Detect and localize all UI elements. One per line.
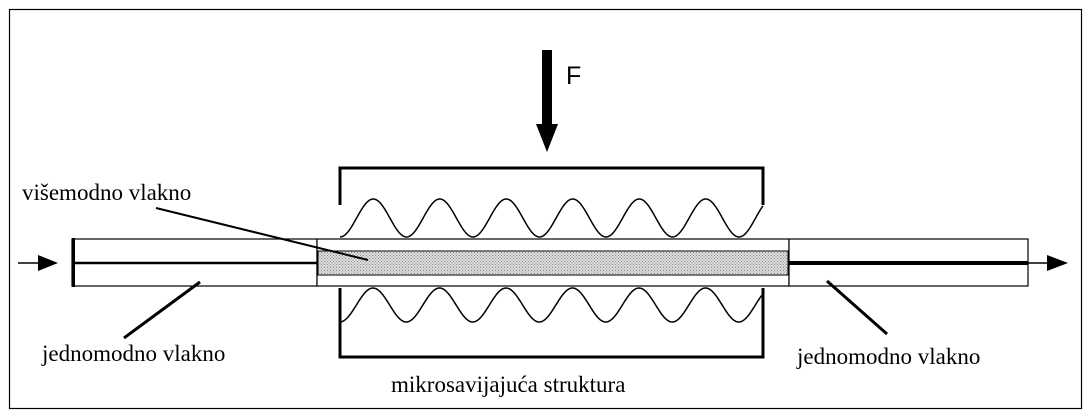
figure-frame: [8, 8, 1083, 410]
upper-microbend-plate: [338, 166, 765, 205]
singlemode-left-leader-line: [123, 280, 201, 340]
multimode-fiber: [316, 238, 790, 287]
multimode-fiber-label: višemodno vlakno: [22, 180, 191, 205]
multimode-leader-line: [155, 207, 369, 261]
microbend-structure-label: mikrosavijajuća struktura: [391, 372, 625, 397]
singlemode-fiber-left: [71, 238, 318, 287]
upper-corrugation: [339, 198, 764, 238]
force-label: F: [566, 62, 581, 90]
output-light-arrow: [1028, 255, 1068, 271]
force-arrow: [536, 50, 558, 152]
input-light-arrow: [18, 255, 58, 271]
singlemode-fiber-right: [788, 238, 1029, 287]
singlemode-right-leader-line: [826, 279, 888, 336]
lower-corrugation: [339, 287, 764, 323]
singlemode-fiber-right-label: jednomodno vlakno: [796, 344, 980, 369]
singlemode-fiber-left-label: jednomodno vlakno: [41, 341, 225, 366]
lower-microbend-plate: [338, 288, 765, 359]
